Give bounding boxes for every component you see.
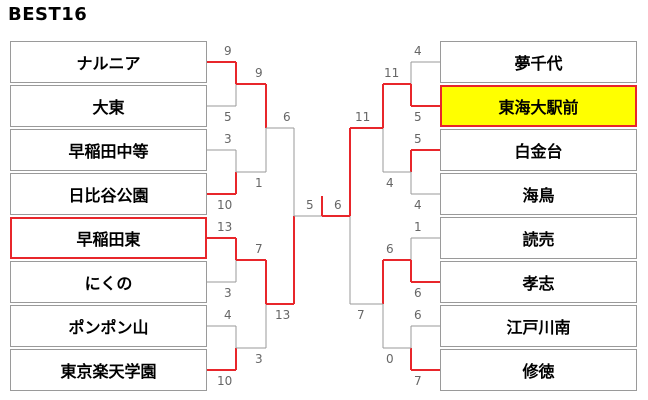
score-left-final: 5 <box>306 198 314 212</box>
team-left-7: ポンポン山 <box>10 305 207 347</box>
score-left-r2-4: 3 <box>255 352 263 366</box>
score-left-r2-3: 7 <box>255 242 263 256</box>
team-left-6: にくの <box>10 261 207 303</box>
score-right-r1-7: 6 <box>414 308 422 322</box>
team-right-5: 読売 <box>440 217 637 259</box>
team-left-8: 東京楽天学園 <box>10 349 207 391</box>
score-left-r1-7: 4 <box>224 308 232 322</box>
score-right-r1-1: 4 <box>414 44 422 58</box>
score-left-r2-2: 1 <box>255 176 263 190</box>
score-left-r1-2: 5 <box>224 110 232 124</box>
score-left-r1-8: 10 <box>217 374 233 388</box>
score-left-r1-4: 10 <box>217 198 233 212</box>
team-right-8: 修徳 <box>440 349 637 391</box>
team-right-3: 白金台 <box>440 129 637 171</box>
score-left-r3-2: 13 <box>275 308 291 322</box>
score-right-r1-6: 6 <box>414 286 422 300</box>
score-right-r2-2: 4 <box>386 176 394 190</box>
score-left-r3-1: 6 <box>283 110 291 124</box>
score-right-r2-4: 0 <box>386 352 394 366</box>
score-right-r3-2: 7 <box>357 308 365 322</box>
score-right-r2-3: 6 <box>386 242 394 256</box>
team-left-1: ナルニア <box>10 41 207 83</box>
score-left-r1-5: 13 <box>217 220 233 234</box>
score-left-r1-1: 9 <box>224 44 232 58</box>
score-left-r1-3: 3 <box>224 132 232 146</box>
score-right-r1-4: 4 <box>414 198 422 212</box>
score-right-r3-1: 11 <box>355 110 371 124</box>
team-right-4: 海鳥 <box>440 173 637 215</box>
team-left-3: 早稲田中等 <box>10 129 207 171</box>
score-right-r2-1: 11 <box>384 66 400 80</box>
team-left-5: 早稲田東 <box>10 217 207 259</box>
score-right-r1-8: 7 <box>414 374 422 388</box>
team-right-1: 夢千代 <box>440 41 637 83</box>
team-right-2: 東海大駅前 <box>440 85 637 127</box>
page-title: BEST16 <box>8 4 88 25</box>
score-right-r1-5: 1 <box>414 220 422 234</box>
score-left-r2-1: 9 <box>255 66 263 80</box>
team-left-4: 日比谷公園 <box>10 173 207 215</box>
score-right-r1-2: 5 <box>414 110 422 124</box>
score-right-final: 6 <box>334 198 342 212</box>
score-right-r1-3: 5 <box>414 132 422 146</box>
team-right-7: 江戸川南 <box>440 305 637 347</box>
team-right-6: 孝志 <box>440 261 637 303</box>
score-left-r1-6: 3 <box>224 286 232 300</box>
team-left-2: 大東 <box>10 85 207 127</box>
